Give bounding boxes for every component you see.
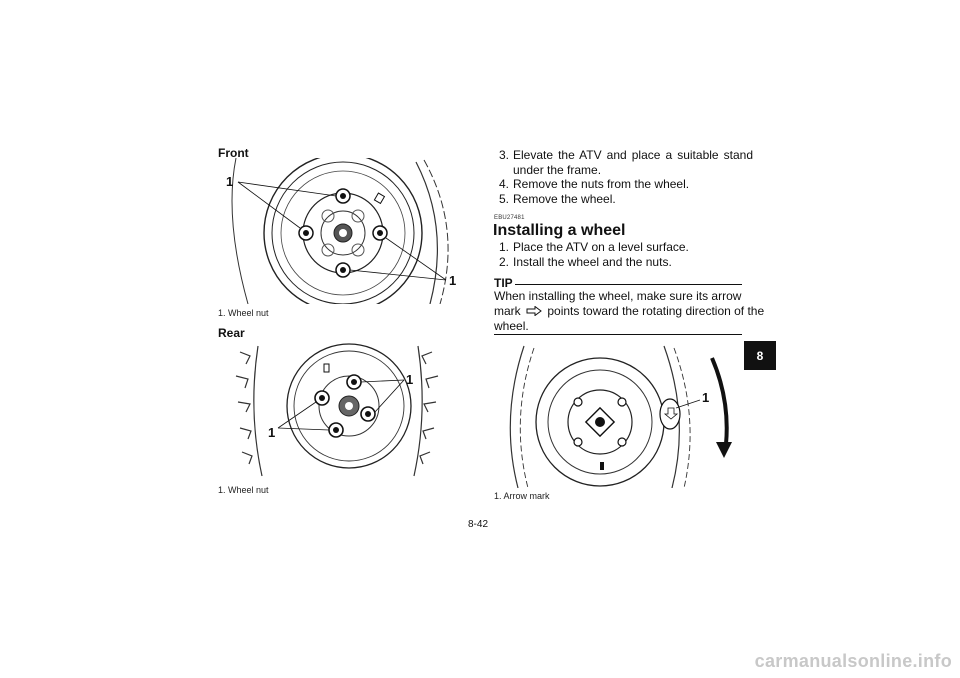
page-number: 8-42	[468, 519, 489, 530]
front-heading: Front	[218, 146, 249, 160]
tip-line-2: mark points toward the rotating directio…	[494, 304, 765, 318]
tip-label: TIP	[494, 276, 515, 290]
arrow-figure-callout: 1	[702, 390, 709, 405]
tip-bottom-rule	[494, 334, 742, 335]
rear-callout-2: 1	[268, 425, 275, 440]
arrow-figure-caption: 1. Arrow mark	[494, 491, 550, 501]
rear-wheel-figure: 1 1	[235, 343, 439, 477]
rear-heading: Rear	[218, 326, 245, 340]
front-callout-1: 1	[226, 174, 233, 189]
tip-line-3: wheel.	[494, 319, 529, 333]
watermark-text: carmanualsonline.info	[754, 651, 952, 671]
front-callout-2: 1	[449, 273, 456, 288]
front-wheel-figure: 1 1	[226, 158, 456, 304]
rear-caption: 1. Wheel nut	[218, 485, 269, 495]
tip-top-rule	[494, 284, 742, 285]
tip-box: TIP When installing the wheel, make sure…	[494, 276, 765, 335]
arrow-mark-figure: 1	[509, 345, 732, 488]
tip-line-1: When installing the wheel, make sure its…	[494, 289, 742, 303]
arrow-mark-icon	[526, 305, 542, 317]
section-title: Installing a wheel	[493, 222, 626, 239]
section-code: EBU27481	[494, 215, 525, 221]
rear-callout-1: 1	[406, 372, 413, 387]
front-caption: 1. Wheel nut	[218, 308, 269, 318]
chapter-tab[interactable]: 8	[744, 341, 776, 370]
